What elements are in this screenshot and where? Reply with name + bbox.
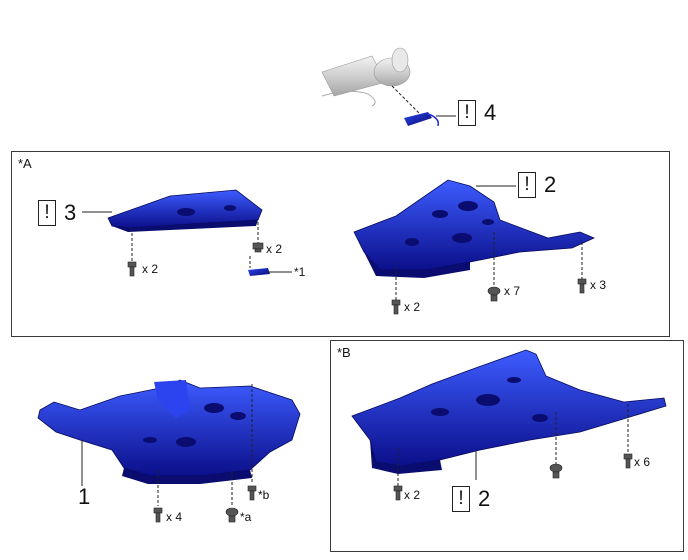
qty-label: x 2 [404,300,421,314]
bolt-icon [623,453,633,469]
qty-label: x 4 [166,510,183,524]
section-b-frame [330,340,684,552]
bolt-icon [247,485,257,501]
exhaust-pipe-illustration [321,47,411,107]
callout-2-top: 2 [544,172,557,197]
qty-label: x 2 [266,242,283,256]
clip-icon [549,463,563,479]
bolt-icon [393,485,403,501]
qty-label: x 2 [142,262,159,276]
note-marker: *a [240,510,252,524]
section-a-frame [11,151,670,337]
clip-icon [487,286,501,302]
warning-icon: ! [518,172,536,198]
section-a-label: *A [18,156,32,171]
qty-label: x 7 [504,284,521,298]
clip-icon [225,507,239,523]
nut-icon [252,242,264,253]
cover-part-1 [37,379,301,484]
callout-4: 4 [484,100,497,125]
note-marker: *1 [294,265,306,279]
bolt-icon [127,261,137,277]
callout-1: 1 [78,484,91,509]
qty-label: x 6 [634,455,651,469]
section-b-label: *B [337,345,351,360]
warning-icon: ! [38,200,56,226]
bolt-icon [391,299,401,315]
warning-icon: ! [458,100,476,126]
qty-label: x 2 [404,488,421,502]
cover-part-2-top [353,179,595,278]
callout-2-bottom: 2 [478,486,491,511]
cover-part-2-bottom [351,349,667,474]
qty-label: x 3 [590,278,607,292]
callout-3: 3 [64,200,77,225]
cover-part-3 [107,189,263,232]
note-marker: *b [258,488,270,502]
sensor-part [404,112,440,127]
bolt-icon [577,278,587,294]
bolt-icon [153,507,163,523]
warning-icon: ! [452,486,470,512]
